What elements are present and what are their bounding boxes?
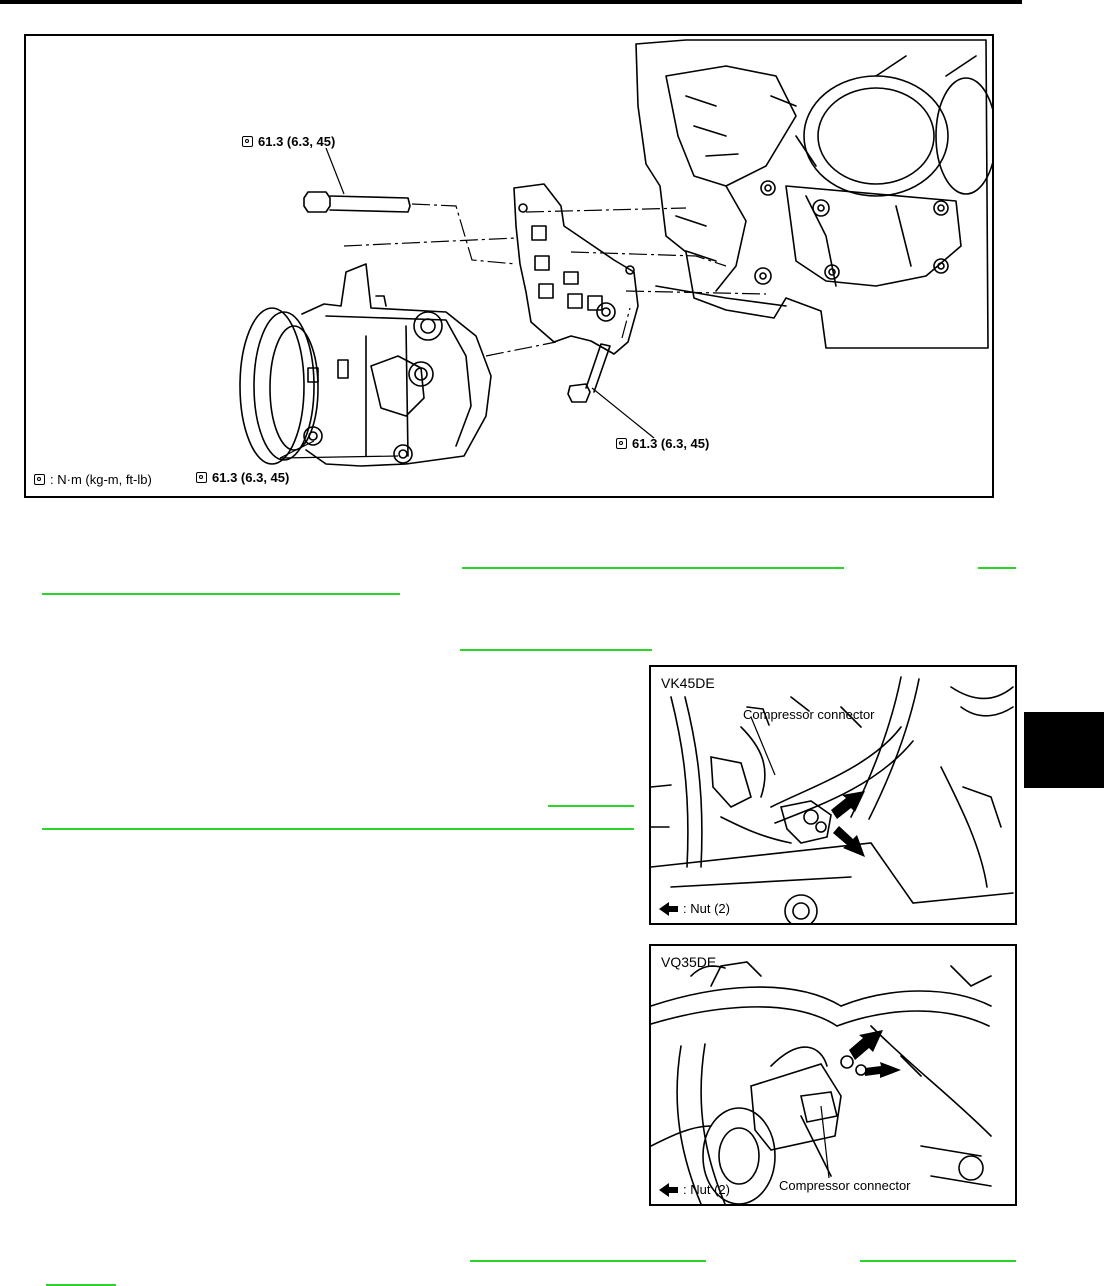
arrow-left-icon: [659, 1183, 678, 1197]
reference-link-3[interactable]: [460, 649, 652, 651]
header-rule: [0, 0, 1022, 4]
torque-value-bottom: 61.3 (6.3, 45): [212, 470, 290, 485]
reference-link-5[interactable]: [470, 1260, 706, 1262]
compressor-mounting-figure: 61.3 (6.3, 45) 61.3 (6.3, 45) 61.3 (6.3,…: [24, 34, 994, 498]
unit-legend-text: : N·m (kg-m, ft-lb): [50, 472, 152, 487]
vq35de-nut-legend-text: : Nut (2): [683, 1182, 730, 1197]
torque-value-right: 61.3 (6.3, 45): [632, 436, 710, 451]
vq35de-connector-label: Compressor connector: [779, 1178, 911, 1193]
vq35de-connector-figure: VQ35DE Compressor connector : Nut (2): [649, 944, 1017, 1206]
torque-wrench-icon: [34, 474, 45, 485]
vq35de-nut-legend: : Nut (2): [659, 1182, 730, 1197]
reference-link-2a[interactable]: [978, 567, 1016, 569]
torque-label-lower-bolt: 61.3 (6.3, 45): [616, 436, 709, 451]
vq35de-model-label: VQ35DE: [661, 954, 717, 970]
reference-link-6b[interactable]: [46, 1284, 116, 1286]
vk45de-nut-legend-text: : Nut (2): [683, 901, 730, 916]
torque-label-compressor-bolts: 61.3 (6.3, 45): [196, 470, 289, 485]
torque-value-top: 61.3 (6.3, 45): [258, 134, 336, 149]
arrow-left-icon: [659, 902, 678, 916]
reference-link-1[interactable]: [462, 567, 844, 569]
reference-link-6a[interactable]: [860, 1260, 1016, 1262]
torque-wrench-icon: [616, 438, 627, 449]
vk45de-connector-label: Compressor connector: [743, 707, 875, 722]
reference-link-2b[interactable]: [42, 593, 400, 595]
reference-link-4b[interactable]: [42, 828, 634, 830]
section-tab: [1024, 712, 1104, 788]
torque-label-top-bolt: 61.3 (6.3, 45): [242, 134, 335, 149]
vk45de-nut-legend: : Nut (2): [659, 901, 730, 916]
reference-link-4a[interactable]: [548, 805, 634, 807]
vk45de-model-label: VK45DE: [661, 675, 715, 691]
vk45de-drawing: [651, 676, 1014, 923]
vq35de-drawing: [651, 961, 992, 1204]
unit-legend: : N·m (kg-m, ft-lb): [34, 472, 152, 487]
torque-wrench-icon: [242, 136, 253, 147]
vk45de-connector-figure: VK45DE Compressor connector : Nut (2): [649, 665, 1017, 925]
compressor-mounting-drawing: [239, 39, 992, 467]
torque-wrench-icon: [196, 472, 207, 483]
